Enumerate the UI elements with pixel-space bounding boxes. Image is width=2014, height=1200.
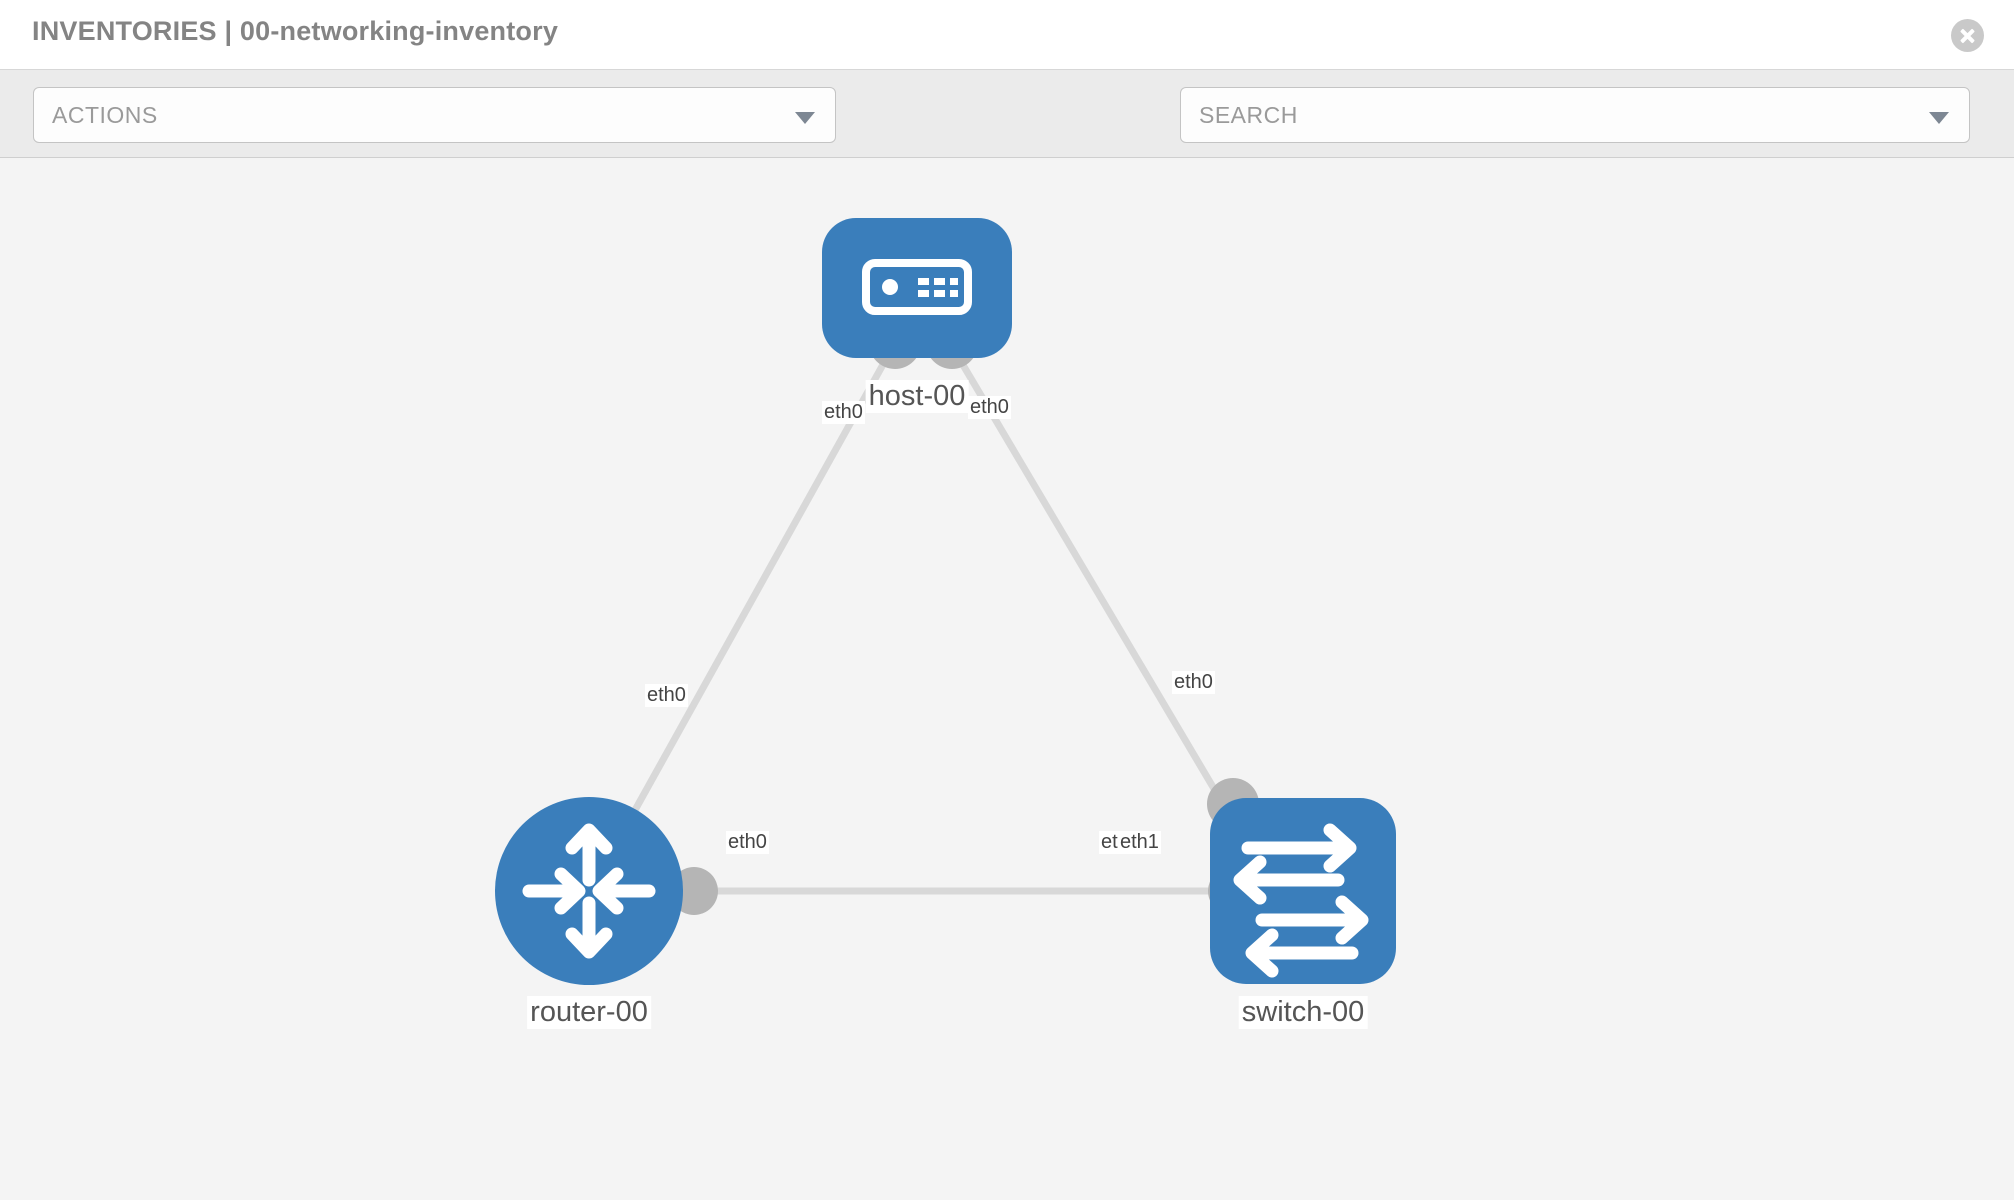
node-label-switch-00: switch-00 [1238, 996, 1368, 1029]
edge-host00-switch00 [946, 341, 1259, 860]
topology-canvas[interactable]: eth0 eth0 eth0 eth0 eth0 etl eth1 host-0… [0, 158, 2014, 1200]
iface-label: etl [1099, 831, 1125, 854]
topology-graph [495, 218, 1396, 985]
node-switch-00 [1210, 798, 1396, 984]
node-router00-shape [495, 797, 683, 985]
server-icon [862, 259, 972, 315]
chevron-down-icon[interactable] [1929, 112, 1949, 124]
search-placeholder: SEARCH [1199, 102, 1298, 128]
router-arrows-icon [522, 823, 656, 959]
page-title: INVENTORIES | 00-networking-inventory [32, 16, 559, 46]
iface-label: eth0 [645, 684, 688, 707]
iface-label: eth0 [968, 396, 1011, 419]
edge-host00-router00 [596, 341, 899, 875]
topology-edges [596, 341, 1259, 895]
actions-dropdown-label: ACTIONS [52, 102, 158, 128]
iface-label: eth0 [726, 831, 769, 854]
node-router-00 [495, 797, 683, 985]
iface-label: eth0 [822, 401, 865, 424]
node-label-host-00: host-00 [865, 380, 969, 413]
page-header: INVENTORIES | 00-networking-inventory [0, 0, 2014, 70]
node-host-00 [822, 218, 1012, 358]
iface-label: eth1 [1118, 831, 1161, 854]
switch-arrows-icon [1233, 823, 1369, 978]
iface-label: eth0 [1172, 671, 1215, 694]
chevron-down-icon [795, 112, 815, 124]
search-input[interactable]: SEARCH [1180, 87, 1970, 143]
close-icon[interactable] [1951, 19, 1984, 52]
toolbar: ACTIONS SEARCH [0, 70, 2014, 193]
node-label-router-00: router-00 [527, 996, 651, 1029]
actions-dropdown[interactable]: ACTIONS [33, 87, 836, 143]
node-host00-shape [822, 218, 1012, 358]
